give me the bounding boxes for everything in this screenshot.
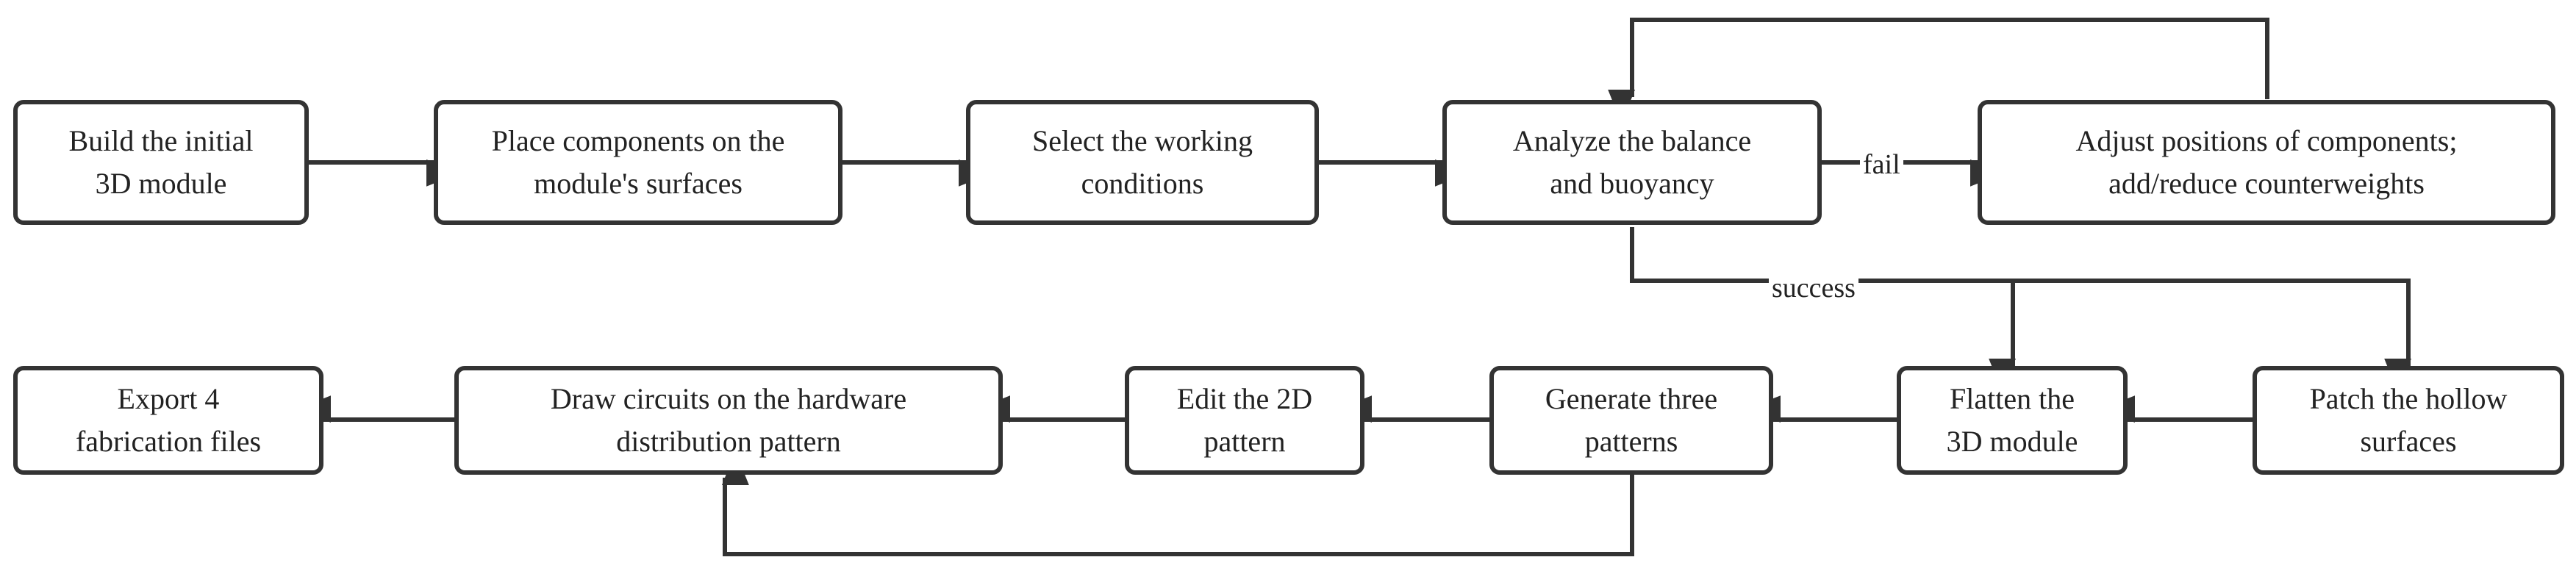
node-generate-three-patterns: Generate three patterns xyxy=(1489,366,1773,475)
node-build-initial-module: Build the initial 3D module xyxy=(13,100,309,225)
node-label: Draw circuits on the hardware distributi… xyxy=(550,382,907,458)
node-analyze-balance-buoyancy: Analyze the balance and buoyancy xyxy=(1442,100,1822,225)
node-label: Analyze the balance and buoyancy xyxy=(1512,124,1752,200)
node-label: Select the working conditions xyxy=(1032,124,1253,200)
node-flatten-3d-module: Flatten the 3D module xyxy=(1897,366,2128,475)
node-label: Place components on the module's surface… xyxy=(491,124,785,200)
node-select-working-conditions: Select the working conditions xyxy=(966,100,1319,225)
node-draw-circuits: Draw circuits on the hardware distributi… xyxy=(454,366,1003,475)
node-label: Export 4 fabrication files xyxy=(75,382,262,458)
node-label: Build the initial 3D module xyxy=(68,124,254,200)
node-edit-2d-pattern: Edit the 2D pattern xyxy=(1125,366,1364,475)
node-patch-hollow-surfaces: Patch the hollow surfaces xyxy=(2253,366,2564,475)
node-place-components: Place components on the module's surface… xyxy=(434,100,842,225)
node-export-fabrication-files: Export 4 fabrication files xyxy=(13,366,323,475)
node-adjust-positions: Adjust positions of components; add/redu… xyxy=(1978,100,2555,225)
arrow-generate-loop-to-draw xyxy=(722,451,1634,556)
node-label: Flatten the 3D module xyxy=(1946,382,2078,458)
arrow-adjust-loop-to-analyze xyxy=(1608,18,2269,123)
node-label: Edit the 2D pattern xyxy=(1176,382,1313,458)
node-label: Adjust positions of components; add/redu… xyxy=(2075,124,2458,200)
edge-label-fail: fail xyxy=(1860,150,1903,179)
edge-label-success: success xyxy=(1769,273,1858,303)
arrow-analyze-to-patch-success xyxy=(1630,227,2411,392)
node-label: Patch the hollow surfaces xyxy=(2309,382,2508,458)
node-label: Generate three patterns xyxy=(1545,382,1718,458)
